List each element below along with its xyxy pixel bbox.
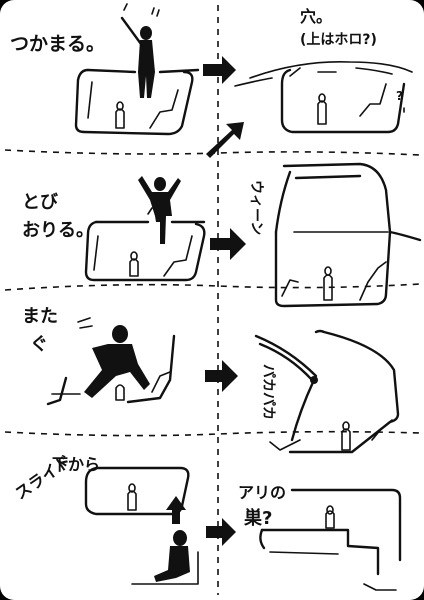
row-divider-2 (4, 283, 421, 291)
row3-right-scene (254, 329, 400, 454)
row4-left-caption-2: スライド (11, 451, 74, 503)
row4-left-scene (84, 466, 199, 585)
row1-left-scene (74, 3, 200, 136)
row4-right-caption-2: 巣? (243, 507, 272, 529)
row1-right-caption-3: ? (396, 89, 403, 103)
arrow-right-icon (210, 228, 246, 260)
row4-right-scene (259, 488, 402, 591)
arrow-right-icon (205, 360, 238, 392)
row2-right-caption: ウィーン (248, 180, 264, 235)
arrow-right-icon (203, 56, 236, 84)
row2-left-scene (84, 176, 206, 282)
row3-left-caption-1: また (22, 306, 58, 327)
row2-right-scene (274, 162, 422, 308)
arrow-right-icon (206, 518, 236, 546)
row4-right-caption-1: アリの (238, 483, 286, 502)
row1-right-caption-1: 穴。 (300, 7, 332, 26)
arrow-up-icon (166, 496, 186, 524)
row1-right-scene (234, 61, 413, 134)
row1-left-caption: つかまる。 (10, 33, 105, 55)
row3-left-caption-2: ぐ (30, 334, 48, 355)
row3-left-scene (46, 317, 176, 406)
row1-right-caption-2: (上はホロ?) (300, 32, 377, 48)
row4-left-caption-1: 下から (52, 455, 100, 474)
row-divider-3 (4, 430, 421, 437)
row2-left-caption-2: おりる。 (22, 220, 94, 241)
row3-right-caption: パカパカ (260, 364, 276, 420)
row2-left-caption-1: とび (22, 192, 59, 213)
arrow-diagonal-icon (206, 122, 244, 158)
row-divider-1 (4, 149, 421, 156)
